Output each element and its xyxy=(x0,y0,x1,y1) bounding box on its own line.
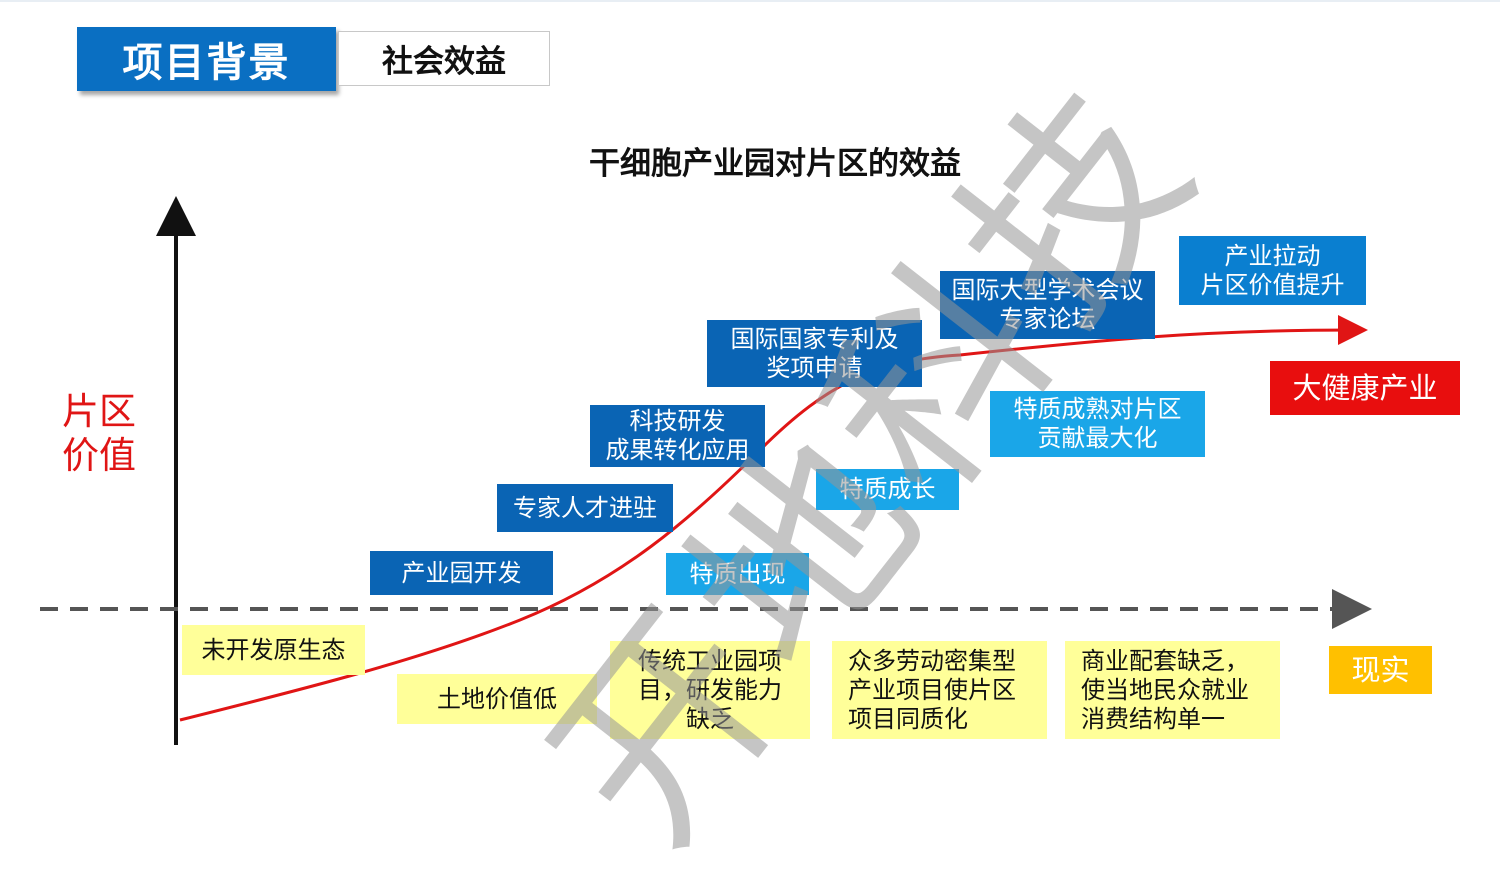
reality-label: 现实 xyxy=(1329,646,1432,694)
stage-industrial-park-dev: 产业园开发 xyxy=(370,551,553,595)
trait-grow: 特质成长 xyxy=(816,469,959,510)
reality-labor-intensive: 众多劳动密集型 产业项目使片区 项目同质化 xyxy=(832,641,1047,739)
stage-conference: 国际大型学术会议 专家论坛 xyxy=(940,271,1155,339)
stage-expert-talent: 专家人才进驻 xyxy=(497,484,673,532)
diagram-title: 干细胞产业园对片区的效益 xyxy=(589,146,961,182)
outcome-big-health: 大健康产业 xyxy=(1270,361,1460,415)
stage-industry-pull: 产业拉动 片区价值提升 xyxy=(1179,236,1366,305)
section-title: 项目背景 xyxy=(77,27,336,91)
subsection-title: 社会效益 xyxy=(338,31,550,86)
reality-traditional-park: 传统工业园项 目，研发能力 缺乏 xyxy=(610,641,810,739)
stage-patent: 国际国家专利及 奖项申请 xyxy=(707,320,922,387)
reality-undeveloped: 未开发原生态 xyxy=(182,625,365,675)
trait-appear: 特质出现 xyxy=(666,553,809,595)
trait-mature: 特质成熟对片区 贡献最大化 xyxy=(990,391,1205,457)
stage-tech-rd: 科技研发 成果转化应用 xyxy=(590,405,765,467)
y-axis-label: 片区价值 xyxy=(62,390,136,477)
top-border xyxy=(0,0,1500,2)
reality-low-land-value: 土地价值低 xyxy=(397,674,597,724)
reality-lack-commercial: 商业配套缺乏， 使当地民众就业 消费结构单一 xyxy=(1065,641,1280,739)
